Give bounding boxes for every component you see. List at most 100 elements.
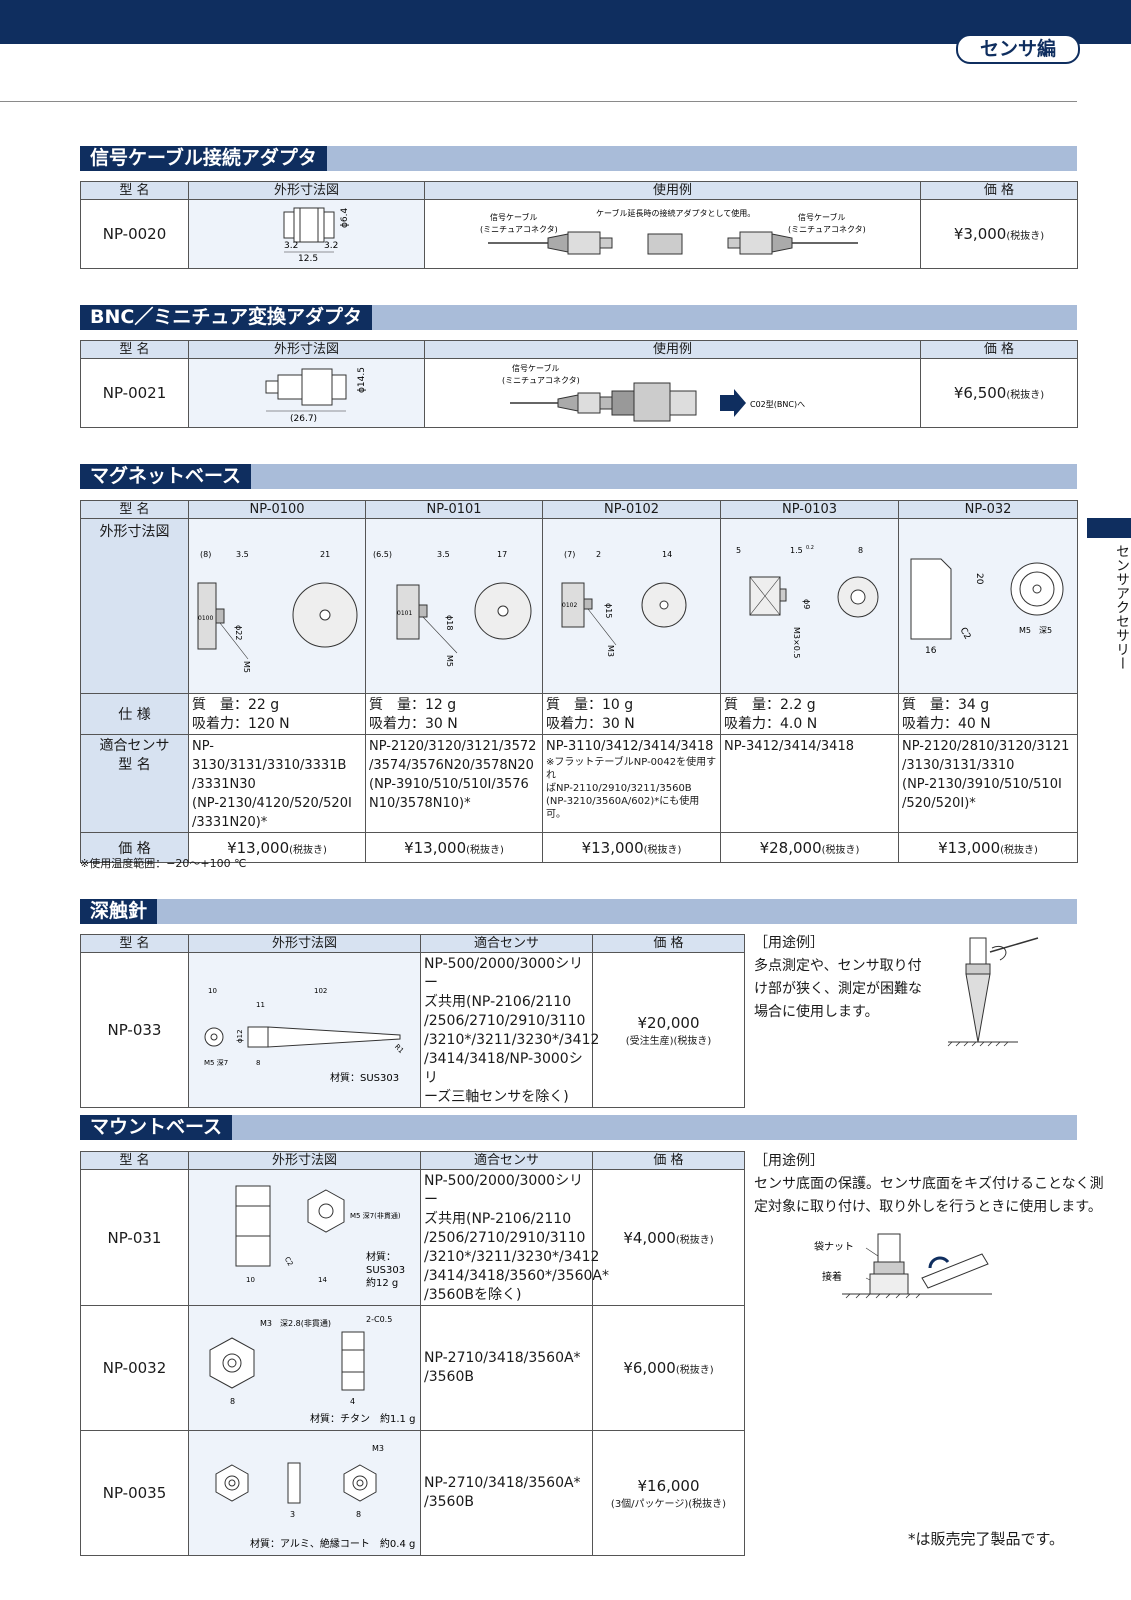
cable-left-label: 信号ケーブル (490, 212, 538, 222)
usage-caption: ケーブル延長時の接続アダプタとして使用。 (596, 208, 755, 218)
section-title: 深触針 (80, 899, 158, 924)
model-np-0035: NP-0035 (80, 1430, 189, 1556)
dim-length: 12.5 (298, 254, 318, 264)
price-cell: ¥6,500(税抜き) (920, 358, 1078, 428)
svg-text:ϕ9: ϕ9 (802, 599, 811, 609)
sensors-np-0035: NP-2710/3418/3560A*/3560B (420, 1430, 593, 1556)
col-model: 型 名 (80, 181, 189, 200)
dimension-figure: ϕ6.4 3.2 3.2 12.5 (188, 199, 425, 269)
col-model: 型 名 (80, 934, 189, 953)
price-cell: ¥20,000 (受注生産)(税抜き) (592, 952, 745, 1108)
col-sensor: 適合センサ (420, 1151, 593, 1170)
compatible-sensors: NP-500/2000/3000シリーズ共用(NP-2106/2110/2506… (420, 952, 599, 1108)
svg-text:(7): (7) (564, 550, 575, 559)
col-price: 価 格 (920, 340, 1078, 359)
col-price: 価 格 (920, 181, 1078, 200)
sensors-np-0100: NP-3130/3131/3310/3331B/3331N30(NP-2130/… (188, 734, 366, 833)
col-example: 使用例 (424, 181, 921, 200)
svg-text:0100: 0100 (198, 615, 213, 622)
svg-text:SUS303: SUS303 (366, 1265, 405, 1276)
price: ¥6,500 (953, 384, 1007, 402)
col-model: 型 名 (80, 500, 189, 519)
svg-text:14: 14 (318, 1276, 327, 1284)
price: ¥3,000 (953, 225, 1007, 243)
price-np-0035: ¥16,000 (3個/パッケージ)(税抜き) (592, 1430, 745, 1556)
svg-text:8: 8 (858, 546, 863, 555)
material-label: 材質：SUS303 (330, 1071, 399, 1084)
svg-text:M5 深7: M5 深7 (204, 1058, 228, 1067)
model-name: NP-033 (80, 952, 189, 1108)
svg-text:10: 10 (208, 987, 217, 995)
price-cell: ¥3,000(税抜き) (920, 199, 1078, 269)
svg-text:0.2: 0.2 (806, 545, 814, 551)
row-sensor-label: 適合センサ型 名 (80, 734, 189, 833)
col-price: 価 格 (592, 1151, 745, 1170)
svg-text:2-C0.5: 2-C0.5 (366, 1315, 392, 1324)
svg-text:2: 2 (596, 550, 601, 559)
usage-probe: ［用途例］ 多点測定や、センサ取り付 け部が狭く、測定が困難な 場合に使用します… (754, 932, 922, 1024)
category-tag: センサ編 (956, 34, 1080, 64)
svg-text:M3: M3 (372, 1444, 384, 1453)
side-tab-marker (1087, 518, 1131, 538)
sensors-np-031: NP-500/2000/3000シリーズ共用(NP-2106/2110/2506… (420, 1169, 609, 1306)
price-np-0032: ¥6,000(税抜き) (592, 1305, 745, 1431)
section-title: 信号ケーブル接続アダプタ (80, 146, 327, 171)
svg-text:M5: M5 (445, 655, 454, 667)
col-model-4: NP-032 (898, 500, 1078, 519)
figure-np-0035: M3 3 8 材質：アルミ、絶縁コート 約0.4 g (188, 1430, 421, 1556)
col-model-3: NP-0103 (720, 500, 899, 519)
price: ¥20,000 (637, 1013, 700, 1032)
usage-example: 信号ケーブル (ミニチュアコネクタ) ケーブル延長時の接続アダプタとして使用。 … (424, 199, 921, 269)
figure-np-0103: 5 1.5 0.2 8 ϕ9 M3×0.5 (720, 518, 899, 694)
dim-a: 3.2 (284, 241, 298, 251)
svg-text:17: 17 (497, 550, 507, 559)
svg-text:M3 深2.8(非貫通): M3 深2.8(非貫通) (260, 1318, 331, 1328)
tax-note: (税抜き) (1006, 390, 1045, 401)
svg-text:10: 10 (246, 1276, 255, 1284)
col-model-2: NP-0102 (542, 500, 721, 519)
model-name: NP-0020 (80, 199, 189, 269)
target-label: C02型(BNC)へ (750, 400, 805, 409)
svg-text:3.5: 3.5 (236, 550, 249, 559)
dim-length: (26.7) (290, 414, 317, 424)
probe-usage-illustration (947, 937, 1039, 1047)
section-header-mount-base: マウントベース (80, 1115, 1077, 1140)
header-divider (0, 101, 1077, 102)
svg-text:材質：: 材質： (366, 1250, 396, 1263)
usage-title: ［用途例］ (754, 935, 824, 951)
svg-text:20: 20 (974, 573, 984, 585)
magnet-base-table: 型 名 NP-0100 NP-0101 NP-0102 NP-0103 NP-0… (80, 500, 1078, 863)
col-example: 使用例 (424, 340, 921, 359)
nut-label: 袋ナット (814, 1240, 854, 1253)
section-header-magnet-base: マグネットベース (80, 464, 1077, 489)
price-np-0103: ¥28,000(税抜き) (720, 832, 899, 863)
tax-note: (税抜き) (1006, 231, 1045, 242)
svg-text:3: 3 (290, 1510, 295, 1519)
cable-right-label: 信号ケーブル (798, 212, 846, 222)
figure-np-0100: (8) 3.5 21 0100 ϕ22 M5 (188, 518, 366, 694)
dim-b: 3.2 (324, 241, 338, 251)
section-header-bnc-adapter: BNC／ミニチュア変換アダプタ (80, 305, 1077, 330)
svg-text:16: 16 (925, 646, 937, 656)
row-spec-label: 仕 様 (80, 693, 189, 735)
glue-label: 接着 (822, 1270, 842, 1283)
temperature-note: ※使用温度範囲：−20〜+100 ℃ (80, 857, 247, 870)
svg-text:材質：アルミ、絶縁コート 約0.4 g: 材質：アルミ、絶縁コート 約0.4 g (250, 1537, 415, 1550)
row-figure-label: 外形寸法図 (80, 518, 189, 694)
col-model: 型 名 (80, 340, 189, 359)
svg-text:5: 5 (736, 546, 741, 555)
signal-adapter-table: 型 名 外形寸法図 使用例 価 格 NP-0020 ϕ6.4 3.2 3.2 1… (80, 181, 1078, 269)
figure-np-0032: M3 深2.8(非貫通) 2-C0.5 8 4 材質：チタン 約1.1 g (188, 1305, 421, 1431)
mount-usage-illustration: 袋ナット 接着 (814, 1233, 992, 1299)
price-np-0101: ¥13,000(税抜き) (365, 832, 543, 863)
discontinued-note: *は販売完了製品です。 (908, 1530, 1065, 1548)
svg-text:M5 深7(非貫通): M5 深7(非貫通) (350, 1211, 401, 1220)
svg-text:M3×0.5: M3×0.5 (792, 627, 801, 658)
sensors-np-0101: NP-2120/3120/3121/3572/3574/3576N20/3578… (365, 734, 543, 833)
svg-text:14: 14 (662, 550, 672, 559)
